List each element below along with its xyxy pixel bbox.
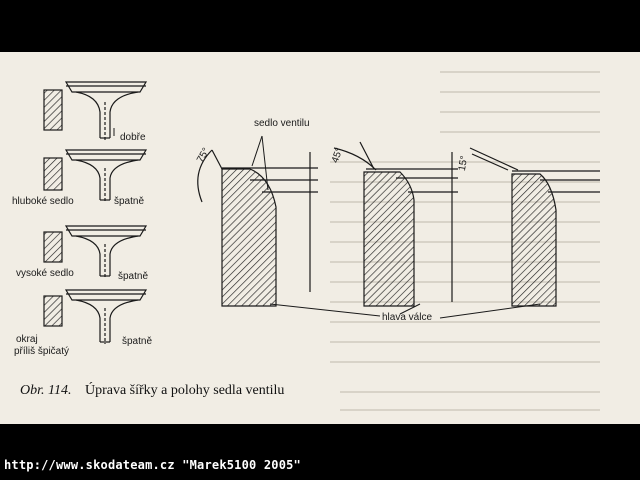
label-deep-seat: hluboké sedlo <box>12 196 74 207</box>
valve-sketch-sharp-edge <box>43 289 148 344</box>
seat-profile-75 <box>197 149 318 307</box>
valve-seat-diagram <box>43 71 600 411</box>
label-bad-1: špatně <box>114 196 145 207</box>
seat-profile-45 <box>333 141 458 307</box>
label-cylinder-head: hlava válce <box>382 312 433 323</box>
leader-lines <box>113 128 541 319</box>
valve-sketch-good <box>43 81 148 142</box>
label-edge-line1: okraj <box>16 334 38 345</box>
book-page-scan: dobře hluboké sedlo špatně vysoké sedlo … <box>0 52 640 424</box>
label-high-seat: vysoké sedlo <box>16 268 74 279</box>
seat-profile-15 <box>469 147 600 307</box>
figure-caption: Obr. 114. Úprava šířky a polohy sedla ve… <box>20 383 284 399</box>
label-bad-3: špatně <box>122 336 153 347</box>
label-bad-2: špatně <box>118 271 149 282</box>
label-good: dobře <box>120 132 146 143</box>
label-edge-line2: příliš špičatý <box>14 346 70 357</box>
caption-text: Úprava šířky a polohy sedla ventilu <box>84 383 285 398</box>
footer-watermark-text: http://www.skodateam.cz "Marek5100 2005" <box>4 458 301 472</box>
label-valve-seat: sedlo ventilu <box>254 118 310 129</box>
caption-number: Obr. 114. <box>20 383 72 398</box>
valve-sketch-deep-seat <box>43 149 148 202</box>
valve-sketch-high-seat <box>43 225 148 278</box>
